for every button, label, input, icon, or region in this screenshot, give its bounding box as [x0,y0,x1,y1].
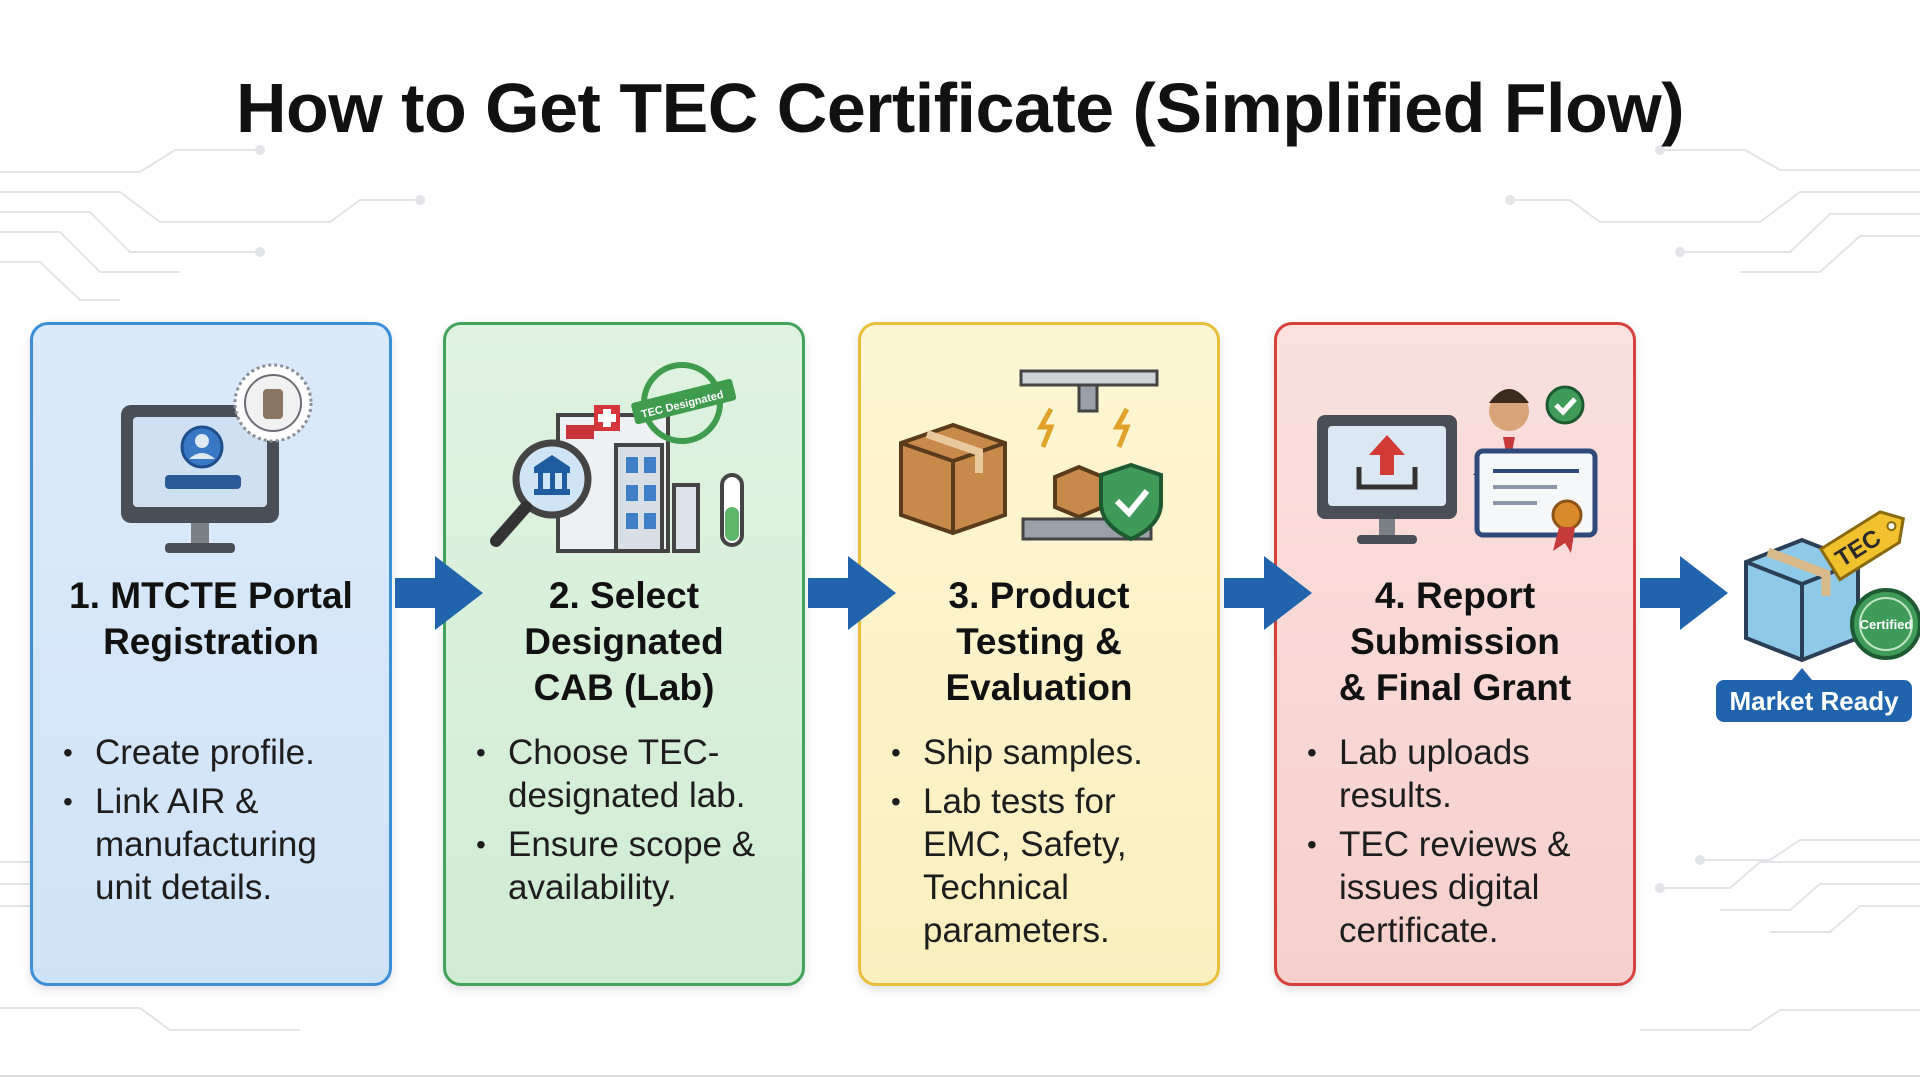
step-heading-line: 2. Select [548,575,700,616]
step-card-2: TEC Designated 2. Select Designated CAB … [443,322,805,986]
bullet-item: Create profile. [59,731,375,774]
bullet-item: Ship samples. [887,731,1203,774]
step-bullets: Ship samples. Lab tests for EMC, Safety,… [887,731,1203,958]
bullet-item: Link AIR & manufacturing unit details. [59,780,375,909]
report-certificate-icon [1317,385,1598,553]
flow-arrow-icon [395,556,483,630]
bullet-item: TEC reviews & issues digital certificate… [1303,823,1619,952]
certified-box-icon: TEC Certified [1744,510,1920,680]
step-heading-line: Testing & [956,621,1122,662]
step-heading-line: 4. Report [1374,575,1536,616]
step-heading: 3. Product Testing & Evaluation [879,573,1199,711]
seal-text: Certified [1860,617,1913,632]
step-bullets: Lab uploads results. TEC reviews & issue… [1303,731,1619,958]
designated-lab-icon: TEC Designated [490,362,744,553]
step-heading: 4. Report Submission & Final Grant [1295,573,1615,711]
step-bullets: Choose TEC-designated lab. Ensure scope … [472,731,788,915]
step-card-3: 3. Product Testing & Evaluation Ship sam… [858,322,1220,986]
step-heading-line: 1. MTCTE Portal [69,575,353,616]
step-heading-line: Registration [103,621,319,662]
bullet-item: Lab tests for EMC, Safety, Technical par… [887,780,1203,952]
flow-arrow-icon [808,556,896,630]
page-title: How to Get TEC Certificate (Simplified F… [235,69,1685,147]
flow-arrow-icon [1640,556,1728,630]
step-card-4: 4. Report Submission & Final Grant Lab u… [1274,322,1636,986]
flow-arrow-icon [1224,556,1312,630]
step-heading: 2. Select Designated CAB (Lab) [464,573,784,711]
step-heading-line: CAB (Lab) [533,667,715,708]
step-heading-line: Submission [1350,621,1560,662]
market-ready-badge: Market Ready [1716,680,1912,722]
bullet-item: Lab uploads results. [1303,731,1619,817]
product-testing-icon [899,369,1163,542]
bullet-item: Choose TEC-designated lab. [472,731,788,817]
step-heading-line: Designated [524,621,724,662]
step-heading-line: & Final Grant [1338,667,1572,708]
step-heading: 1. MTCTE Portal Registration [51,573,371,665]
step-heading-line: 3. Product [948,575,1130,616]
step-bullets: Create profile. Link AIR & manufacturing… [59,731,375,915]
bullet-item: Ensure scope & availability. [472,823,788,909]
step-heading-line: Evaluation [945,667,1133,708]
portal-registration-icon [121,363,313,553]
step-card-1: 1. MTCTE Portal Registration Create prof… [30,322,392,986]
